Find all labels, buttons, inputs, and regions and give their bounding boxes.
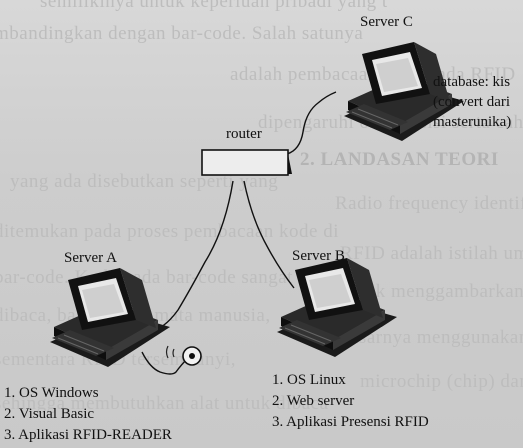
server-c-note: database: kis (convert dari masterunika)	[433, 72, 511, 132]
server-b-item: 2. Web server	[272, 391, 429, 412]
server-b-item: 3. Aplikasi Presensi RFID	[272, 412, 429, 433]
computer-icon	[277, 258, 397, 357]
server-a-item: 2. Visual Basic	[4, 404, 172, 425]
server-a-item: 1. OS Windows	[4, 383, 172, 404]
server-b-list: 1. OS Linux 2. Web server 3. Aplikasi Pr…	[272, 370, 429, 433]
server-a-item: 3. Aplikasi RFID-READER	[4, 425, 172, 446]
server-c-note-line: database: kis	[433, 72, 511, 92]
router-label: router	[226, 126, 262, 144]
link-router-server-c	[287, 92, 336, 154]
server-c-label: Server C	[360, 14, 413, 32]
server-a-list: 1. OS Windows 2. Visual Basic 3. Aplikas…	[4, 383, 172, 446]
computer-icon	[50, 268, 170, 367]
link-router-server-b	[244, 181, 294, 288]
link-server-a-reader	[142, 352, 188, 374]
router-box	[202, 150, 292, 175]
server-c-note-line: (convert dari	[433, 92, 511, 112]
server-b-label: Server B	[292, 248, 345, 266]
server-a-label: Server A	[64, 250, 117, 268]
server-b-item: 1. OS Linux	[272, 370, 429, 391]
server-c-note-line: masterunika)	[433, 112, 511, 132]
